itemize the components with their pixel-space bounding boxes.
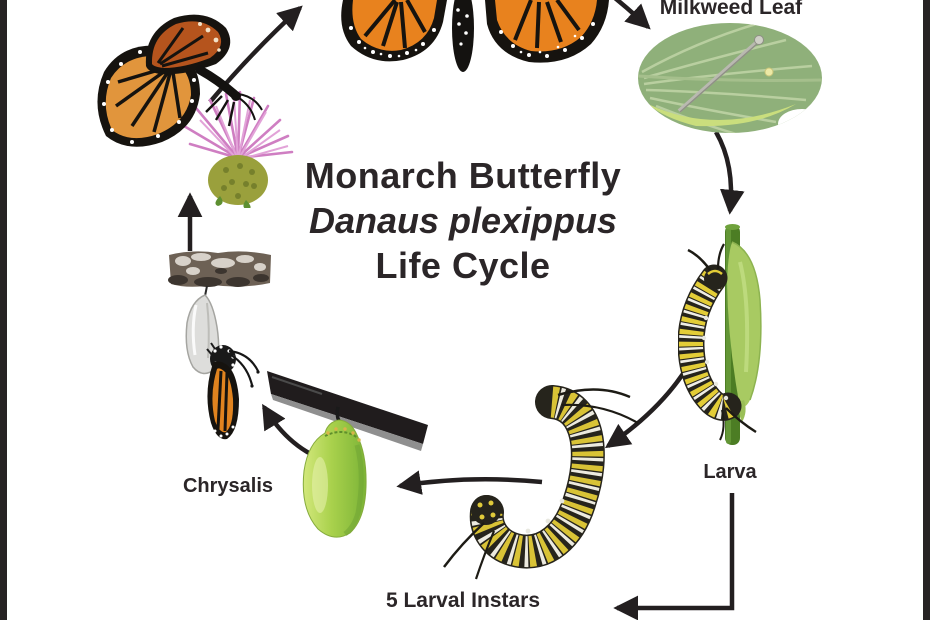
chrysalis-photo bbox=[267, 371, 428, 538]
rear-tentacle bbox=[443, 522, 485, 568]
butterfly-body bbox=[452, 0, 474, 72]
egg-on-milkweed-photo bbox=[638, 23, 822, 133]
title-scientific-name: Danaus plexippus bbox=[308, 200, 618, 241]
larval-instars-label: 5 Larval Instars bbox=[385, 589, 541, 612]
adult-butterfly-side bbox=[97, 14, 263, 147]
front-tentacle bbox=[561, 403, 639, 424]
larval-instars-photo bbox=[443, 385, 639, 580]
right-wing bbox=[485, 0, 609, 63]
j-caterpillar bbox=[443, 385, 639, 580]
chrysalis-label: Chrysalis bbox=[182, 475, 274, 497]
poster-left-border bbox=[0, 0, 7, 620]
milkweed-leaf-label: Milkweed Leaf bbox=[659, 0, 803, 19]
adult-butterfly-top-photo bbox=[341, 0, 609, 72]
arrow-adult-to-top-adult bbox=[208, 5, 303, 104]
folded-leaf bbox=[727, 241, 762, 422]
poster-right-border bbox=[923, 0, 930, 620]
larva-label: Larva bbox=[703, 461, 757, 483]
arrow-instars-to-chrysalis bbox=[396, 470, 543, 495]
pin bbox=[677, 35, 764, 113]
cremaster bbox=[335, 406, 341, 422]
thistle-flower bbox=[182, 90, 294, 208]
monarch-caterpillar bbox=[678, 243, 757, 441]
diagram-title: Monarch Butterfly Danaus plexippus Life … bbox=[305, 153, 622, 288]
arrow-egg-to-larva bbox=[714, 130, 745, 215]
green-chrysalis bbox=[302, 419, 367, 538]
front-tentacle bbox=[557, 388, 631, 399]
title-common-name: Monarch Butterfly bbox=[304, 155, 622, 196]
arrow-larva-label-connector bbox=[613, 493, 735, 620]
title-life-cycle: Life Cycle bbox=[375, 245, 551, 286]
adult-on-flower-photo bbox=[97, 14, 294, 208]
bark-branch bbox=[168, 251, 271, 287]
emerged-butterfly bbox=[206, 342, 260, 440]
monarch-egg bbox=[764, 67, 774, 77]
left-wing bbox=[341, 0, 447, 62]
rear-tentacle bbox=[474, 530, 496, 580]
emerging-adult-photo bbox=[168, 251, 271, 440]
arrow-top-adult-to-egg bbox=[613, 0, 651, 30]
larva-photo bbox=[678, 224, 762, 445]
